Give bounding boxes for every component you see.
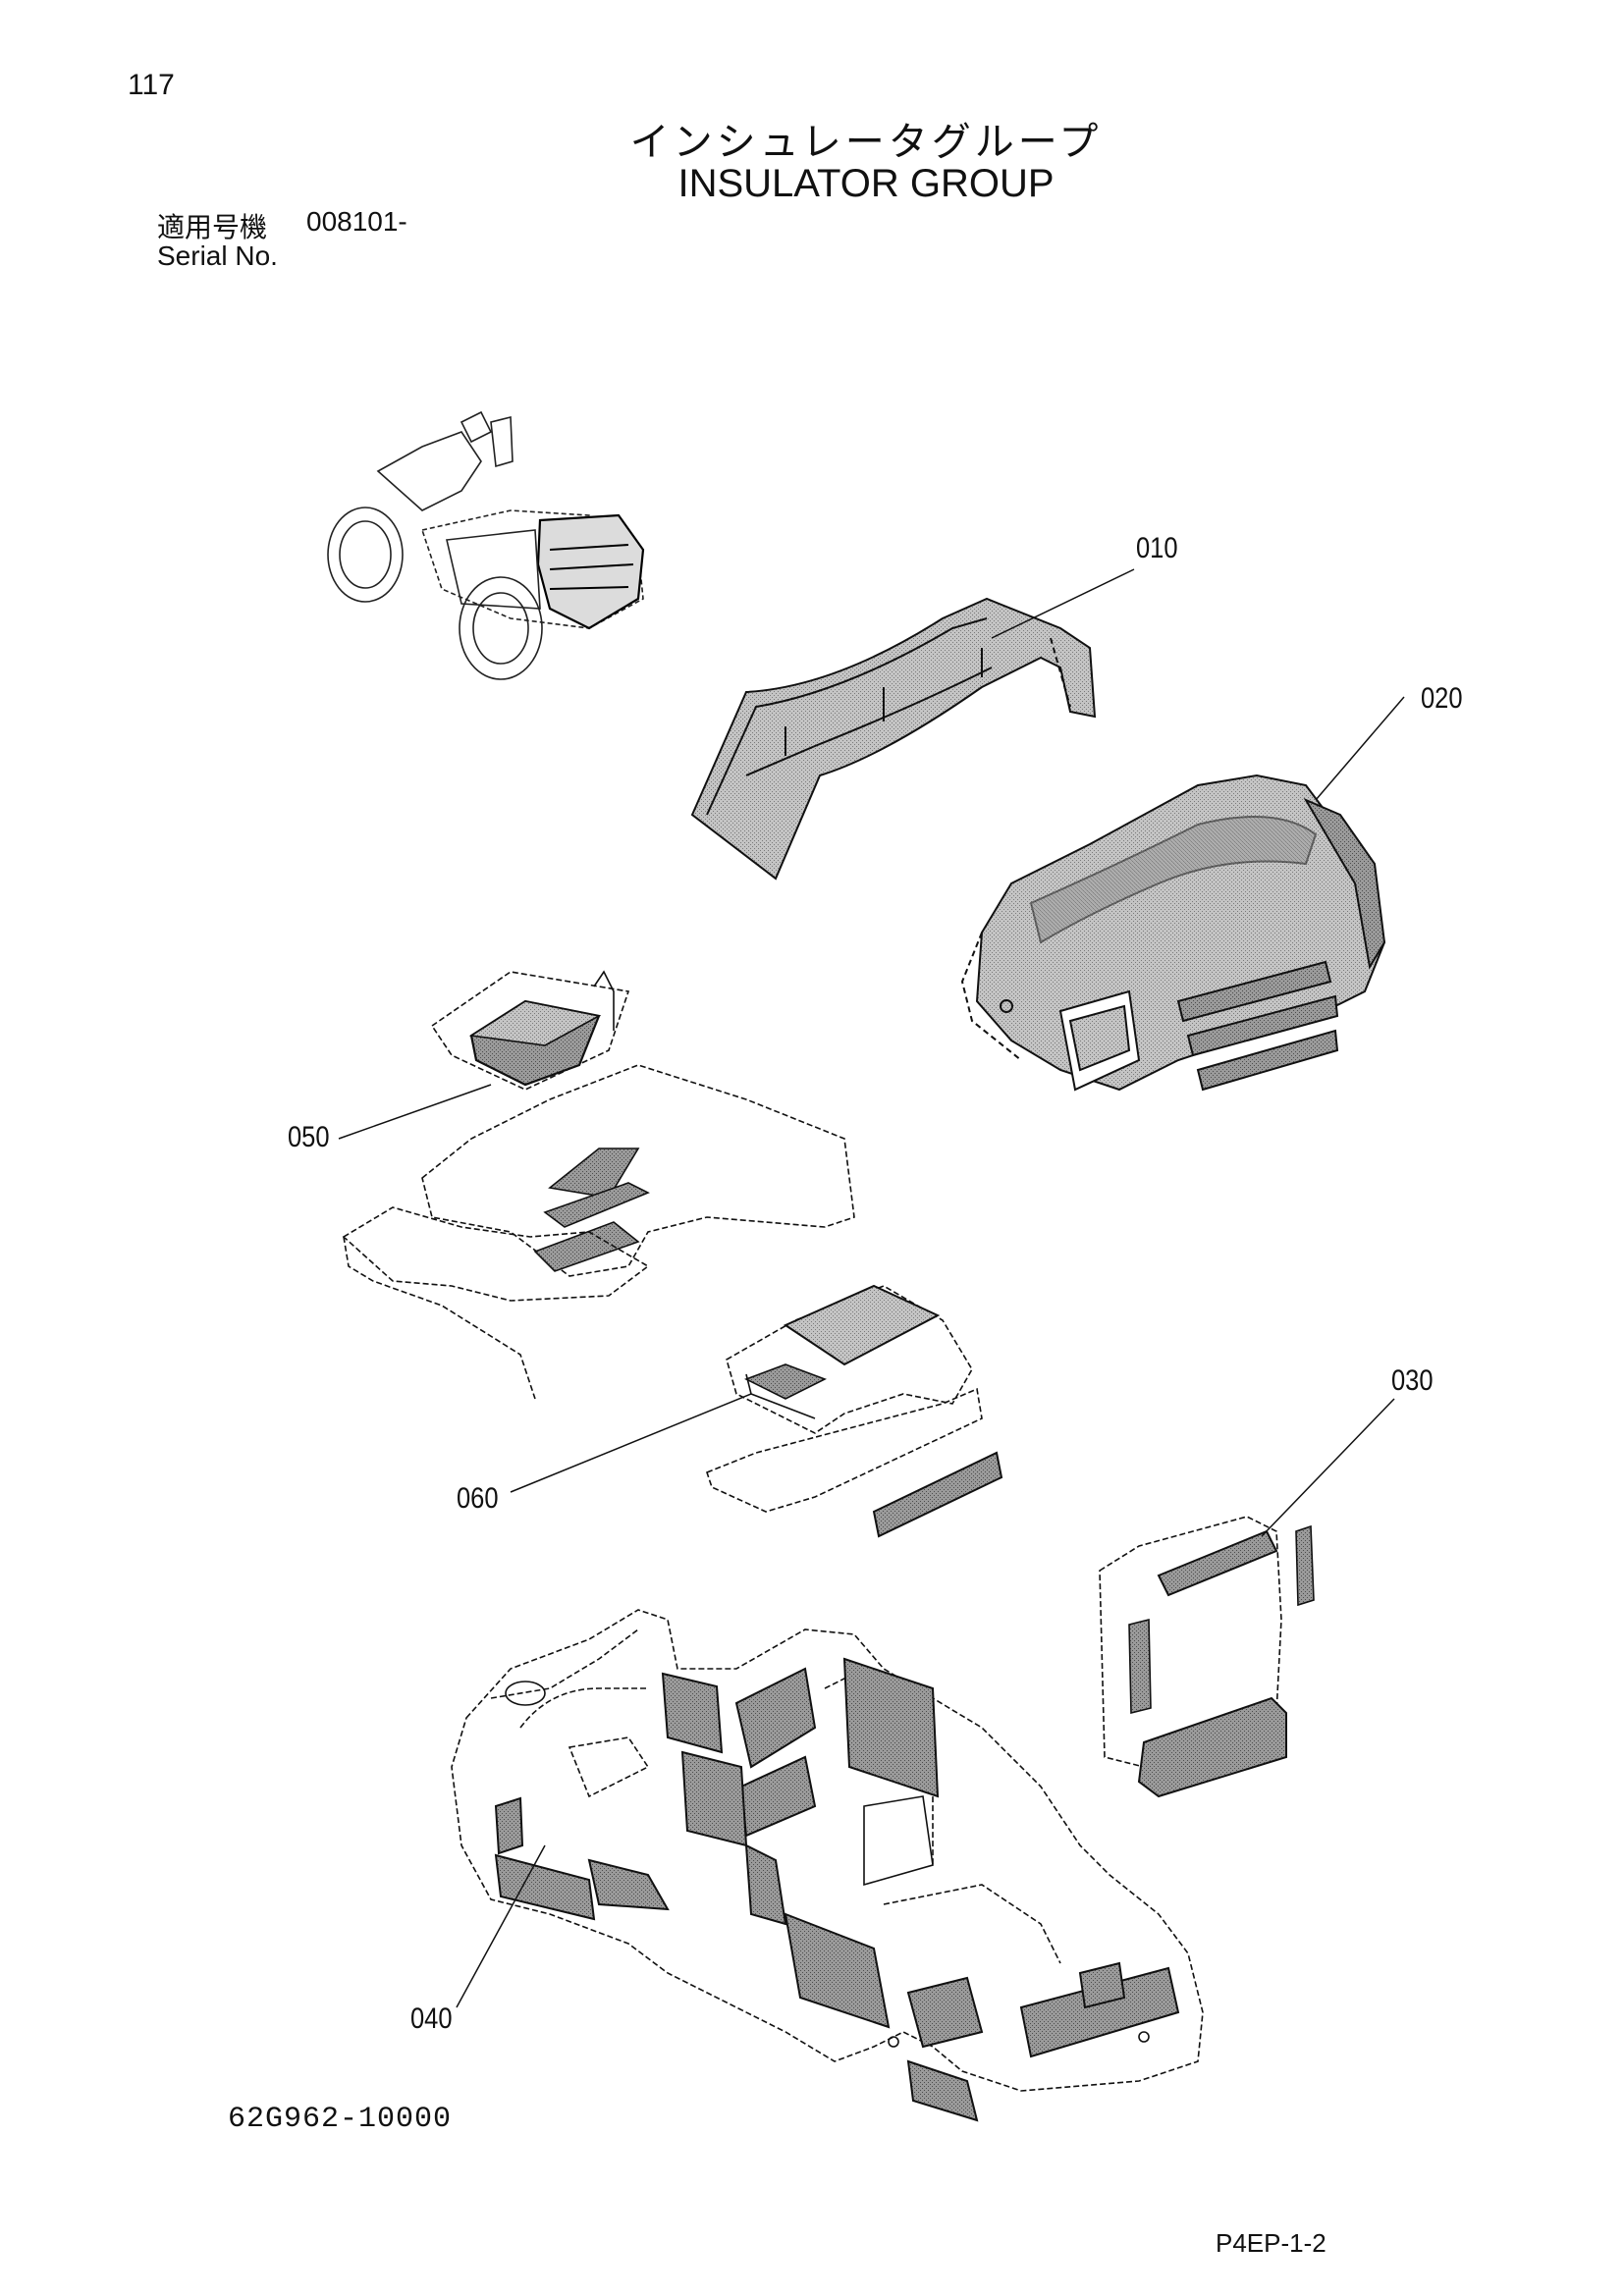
serial-label-japanese: 適用号機 <box>157 211 268 243</box>
machine-thumbnail <box>327 410 645 680</box>
page-number: 117 <box>128 69 175 101</box>
part-020-insulator <box>960 774 1386 1092</box>
callout-020: 020 <box>1421 682 1463 715</box>
part-050-assembly <box>342 970 855 1400</box>
page-title-japanese: インシュレータグループ <box>629 120 1103 165</box>
callout-010: 010 <box>1136 532 1178 564</box>
page-title: INSULATOR GROUP <box>677 162 1055 205</box>
page-code: P4EP-1-2 <box>1216 2228 1326 2258</box>
callout-040: 040 <box>410 2002 453 2035</box>
callout-050: 050 <box>288 1121 330 1153</box>
callout-060: 060 <box>457 1482 499 1515</box>
callout-leaders <box>338 568 1405 2008</box>
drawing-number: 62G962-10000 <box>228 2103 453 2136</box>
serial-number-value: 008101- <box>306 206 407 237</box>
callout-030: 030 <box>1391 1364 1434 1397</box>
part-030-assembly <box>1099 1516 1315 1798</box>
part-040-frame <box>451 1609 1204 2122</box>
part-060-assembly <box>706 1284 1003 1538</box>
part-010-insulator <box>690 597 1097 881</box>
serial-label: Serial No. <box>157 240 278 271</box>
